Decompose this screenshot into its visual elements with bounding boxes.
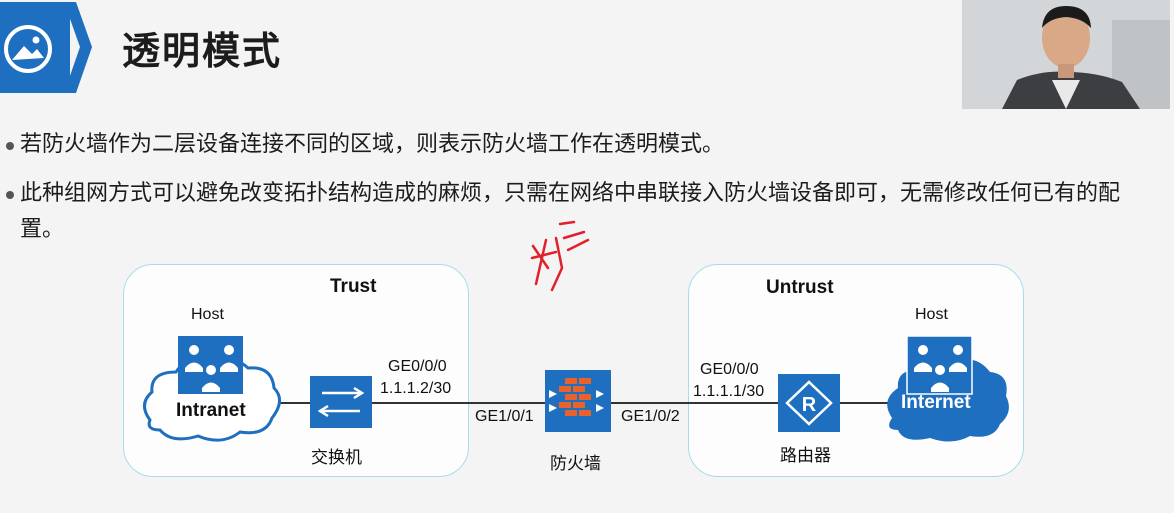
host-group-icon	[178, 336, 243, 394]
intranet-label: Intranet	[176, 400, 246, 421]
title-badge	[0, 2, 70, 93]
trust-zone-title: Trust	[330, 276, 377, 297]
firewall-port-right-label: GE1/0/2	[621, 408, 680, 425]
svg-text:R: R	[802, 394, 817, 416]
router-ip-label: 1.1.1.1/30	[693, 383, 765, 400]
bullet-dot	[6, 191, 14, 199]
right-host-label: Host	[915, 306, 948, 323]
switch-label: 交换机	[311, 448, 362, 468]
router-port-label: GE0/0/0	[700, 361, 759, 378]
bullet-text: 此种组网方式可以避免改变拓扑结构造成的麻烦，只需在网络中串联接入防火墙设备即可，…	[20, 181, 1121, 242]
image-icon	[4, 25, 52, 73]
switch-icon	[310, 376, 372, 428]
title-chevron-icon	[64, 2, 92, 93]
untrust-zone-title: Untrust	[766, 277, 834, 298]
bullet-item: 此种组网方式可以避免改变拓扑结构造成的麻烦，只需在网络中串联接入防火墙设备即可，…	[6, 176, 1150, 248]
handwritten-annotation	[530, 220, 590, 292]
internet-label: Internet	[901, 392, 971, 413]
presenter-image	[962, 0, 1170, 109]
firewall-label: 防火墙	[550, 454, 601, 474]
host-group-icon	[906, 335, 973, 395]
left-host-label: Host	[191, 306, 224, 323]
firewall-port-left-label: GE1/0/1	[475, 408, 534, 425]
bullet-item: 若防火墙作为二层设备连接不同的区域，则表示防火墙工作在透明模式。	[6, 127, 1140, 163]
switch-ip-label: 1.1.1.2/30	[380, 380, 452, 397]
bullet-dot	[6, 142, 14, 150]
presenter-webcam	[962, 0, 1170, 109]
page-title: 透明模式	[122, 29, 283, 73]
switch-port-label: GE0/0/0	[388, 358, 447, 375]
router-icon: R	[778, 374, 840, 432]
router-label: 路由器	[780, 446, 831, 466]
bullet-text: 若防火墙作为二层设备连接不同的区域，则表示防火墙工作在透明模式。	[20, 132, 725, 157]
firewall-icon	[545, 370, 611, 432]
